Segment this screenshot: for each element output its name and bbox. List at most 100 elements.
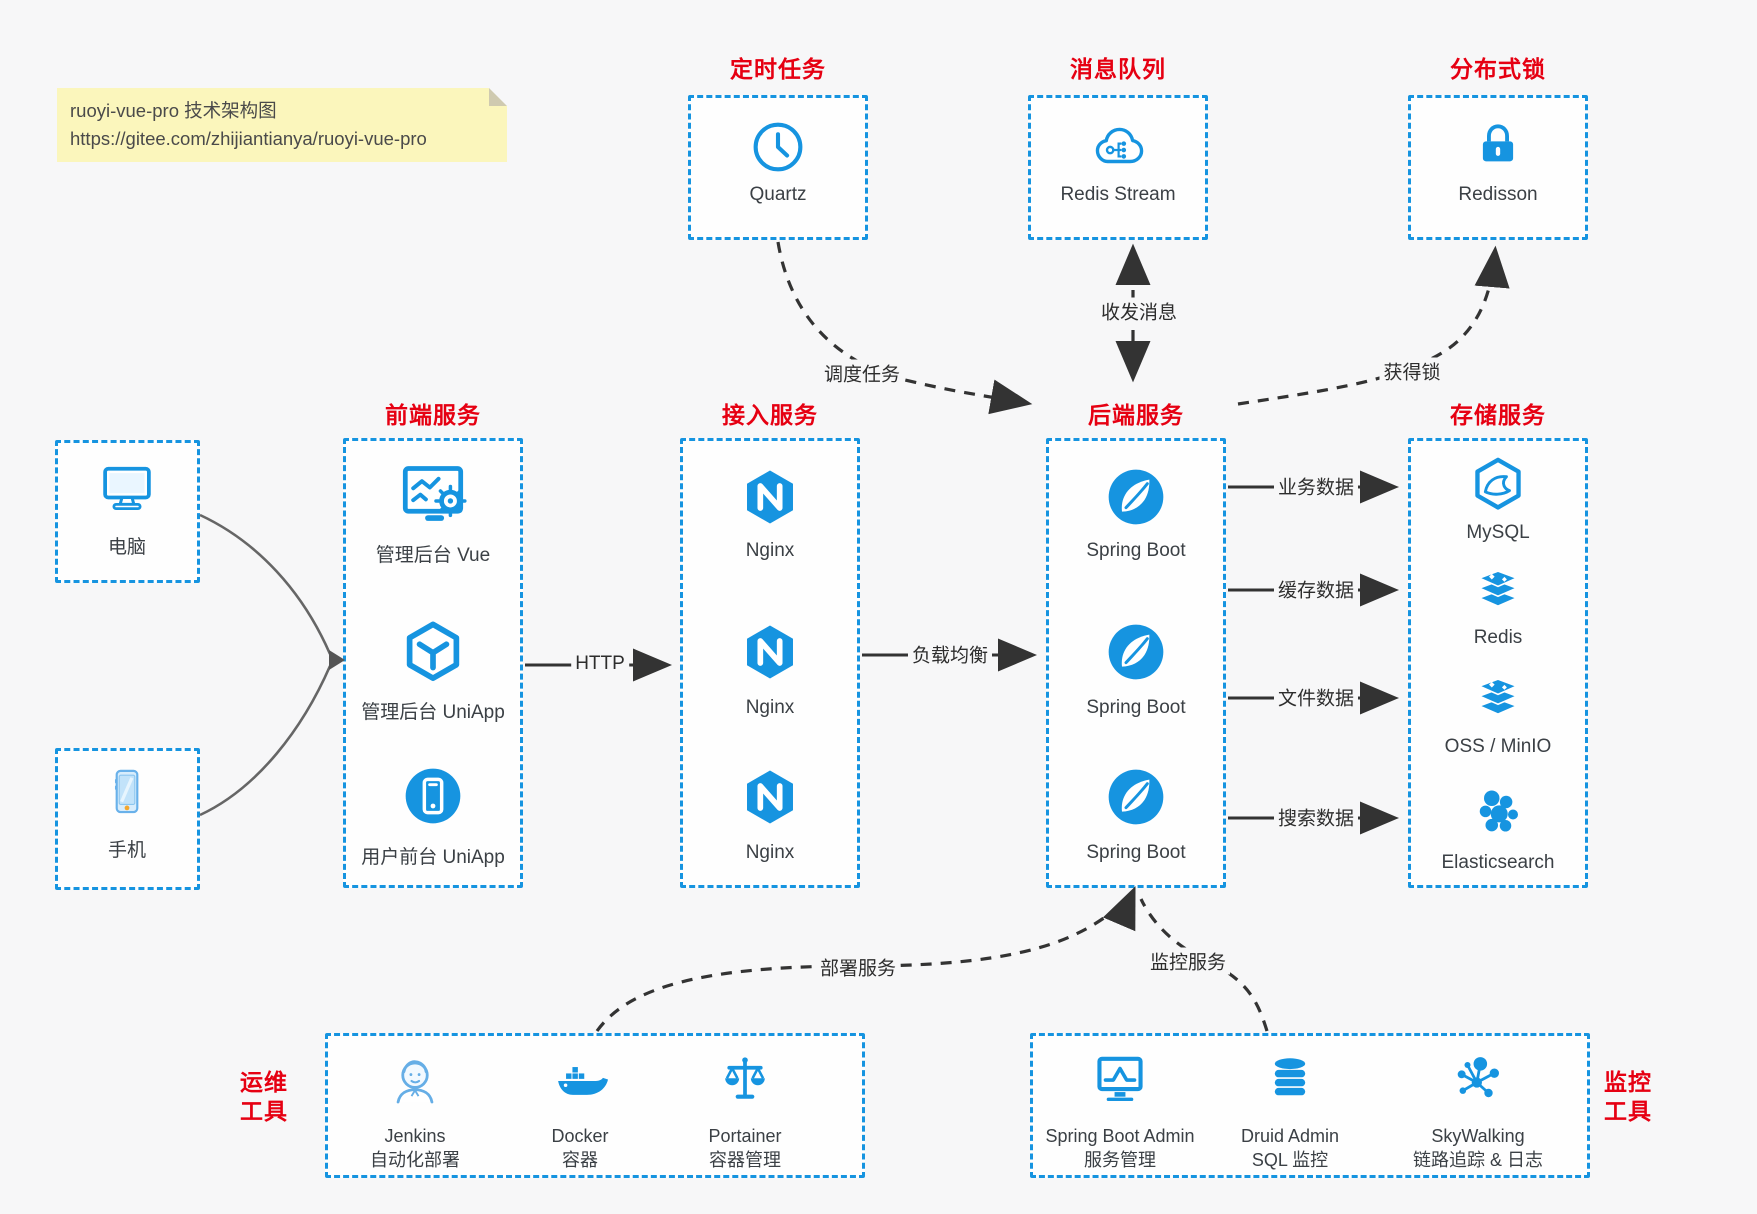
node-label-druid: Druid Admin (1240, 1126, 1340, 1146)
edge-label-deploy: 部署服务 (815, 953, 901, 981)
node-springboot-3 (1104, 765, 1168, 834)
node-label-mysql: MySQL (1466, 522, 1530, 543)
title-message-queue: 消息队列 (1070, 56, 1166, 82)
node-desc-portainer: 容器管理 (709, 1150, 781, 1170)
edge-label-http: HTTP (571, 653, 629, 675)
node-label-portainer: Portainer (708, 1126, 782, 1146)
node-desc-docker: 容器 (562, 1150, 598, 1170)
lock-icon (1482, 124, 1514, 162)
node-label-user-uniapp: 用户前台 UniApp (361, 847, 505, 868)
group-client-pc (55, 440, 200, 583)
group-message-queue (1028, 95, 1208, 240)
clock-icon (753, 122, 803, 172)
node-label-pc: 电脑 (107, 537, 147, 558)
edge-label-schedule: 调度任务 (819, 359, 905, 387)
title-ops-tools: 运维 工具 (240, 1069, 288, 1124)
title-storage: 存储服务 (1450, 402, 1546, 428)
node-desc-springboot-admin: 服务管理 (1084, 1150, 1156, 1170)
edge-pc-to-frontend (199, 513, 332, 655)
node-label-docker: Docker (551, 1126, 609, 1146)
uniapp-cube-icon (406, 621, 460, 682)
node-springboot-2 (1104, 620, 1168, 689)
node-redis (1470, 563, 1526, 624)
redis-stack-icon (1477, 678, 1519, 716)
redis-stack-icon (1477, 570, 1519, 608)
jenkins-icon (396, 1060, 434, 1104)
title-frontend: 前端服务 (385, 402, 481, 428)
nginx-icon (747, 470, 793, 524)
desktop-icon (103, 466, 151, 511)
node-nginx-2 (739, 621, 801, 688)
node-label-mobile: 手机 (107, 840, 147, 861)
node-label-redisson: Redisson (1458, 184, 1538, 205)
node-mysql (1469, 455, 1527, 518)
node-label-elasticsearch: Elasticsearch (1441, 852, 1555, 873)
node-label-skywalking: SkyWalking (1431, 1126, 1525, 1146)
node-label-jenkins: Jenkins (384, 1126, 446, 1146)
node-nginx-3 (739, 766, 801, 833)
node-label-quartz: Quartz (749, 184, 807, 205)
title-scheduled-tasks: 定时任务 (730, 56, 826, 82)
node-elasticsearch (1468, 782, 1528, 847)
node-label-nginx-1: Nginx (745, 540, 795, 561)
mysql-icon (1475, 457, 1521, 510)
note-title: ruoyi-vue-pro 技术架构图 (70, 100, 277, 121)
admin-vue-icon (402, 466, 467, 521)
edge-label-business-data: 业务数据 (1273, 472, 1359, 500)
title-backend: 后端服务 (1088, 402, 1184, 428)
node-label-redis: Redis (1473, 627, 1523, 648)
node-springboot-admin (1091, 1051, 1149, 1114)
node-label-nginx-3: Nginx (745, 842, 795, 863)
cloud-stream-icon (1095, 127, 1144, 164)
edge-label-lock: 获得锁 (1379, 357, 1445, 385)
node-oss-minio (1470, 671, 1526, 732)
node-desc-skywalking: 链路追踪 & 日志 (1412, 1150, 1544, 1170)
title-distributed-lock: 分布式锁 (1450, 56, 1546, 82)
edge-label-mq: 收发消息 (1096, 297, 1182, 325)
node-admin-vue (395, 462, 471, 537)
node-pc (97, 462, 157, 523)
node-skywalking (1450, 1051, 1506, 1112)
title-gateway: 接入服务 (722, 402, 818, 428)
node-label-redis-stream: Redis Stream (1060, 184, 1176, 205)
group-ops-tools (325, 1033, 865, 1178)
node-user-uniapp (401, 764, 465, 833)
node-label-admin-vue: 管理后台 Vue (375, 545, 491, 566)
edge-label-file-data: 文件数据 (1273, 683, 1359, 711)
edge-label-load-balance: 负载均衡 (907, 640, 993, 668)
node-label-oss-minio: OSS / MinIO (1444, 736, 1552, 757)
node-desc-jenkins: 自动化部署 (370, 1150, 460, 1170)
user-app-icon (405, 768, 461, 824)
node-label-nginx-2: Nginx (745, 697, 795, 718)
node-redisson (1469, 116, 1527, 179)
spring-icon (1108, 469, 1164, 525)
sticky-note: ruoyi-vue-pro 技术架构图 https://gitee.com/zh… (57, 88, 507, 162)
node-druid (1263, 1053, 1317, 1112)
nginx-icon (747, 770, 793, 824)
scales-icon (725, 1057, 765, 1099)
elasticsearch-icon (1479, 790, 1518, 832)
node-label-springboot-2: Spring Boot (1086, 697, 1186, 718)
node-label-springboot-admin: Spring Boot Admin (1045, 1126, 1195, 1146)
node-docker (551, 1055, 609, 1112)
node-label-admin-uniapp: 管理后台 UniApp (361, 702, 505, 723)
edge-label-monitor: 监控服务 (1145, 947, 1231, 975)
title-monitor-tools: 监控 工具 (1604, 1069, 1652, 1124)
node-portainer (717, 1051, 773, 1114)
phone-icon (114, 769, 139, 814)
nginx-icon (747, 625, 793, 679)
network-nodes-icon (1457, 1057, 1499, 1098)
node-mobile (101, 766, 153, 823)
node-label-springboot-1: Spring Boot (1086, 540, 1186, 561)
group-distributed-lock (1408, 95, 1588, 240)
edge-mobile-to-frontend (199, 665, 332, 817)
node-label-springboot-3: Spring Boot (1086, 842, 1186, 863)
edge-label-cache-data: 缓存数据 (1273, 575, 1359, 603)
node-jenkins (387, 1053, 443, 1114)
monitor-chart-icon (1097, 1056, 1143, 1102)
group-client-mobile (55, 748, 200, 890)
edge-label-search-data: 搜索数据 (1273, 803, 1359, 831)
node-redis-stream (1088, 118, 1148, 181)
spring-icon (1108, 624, 1164, 680)
